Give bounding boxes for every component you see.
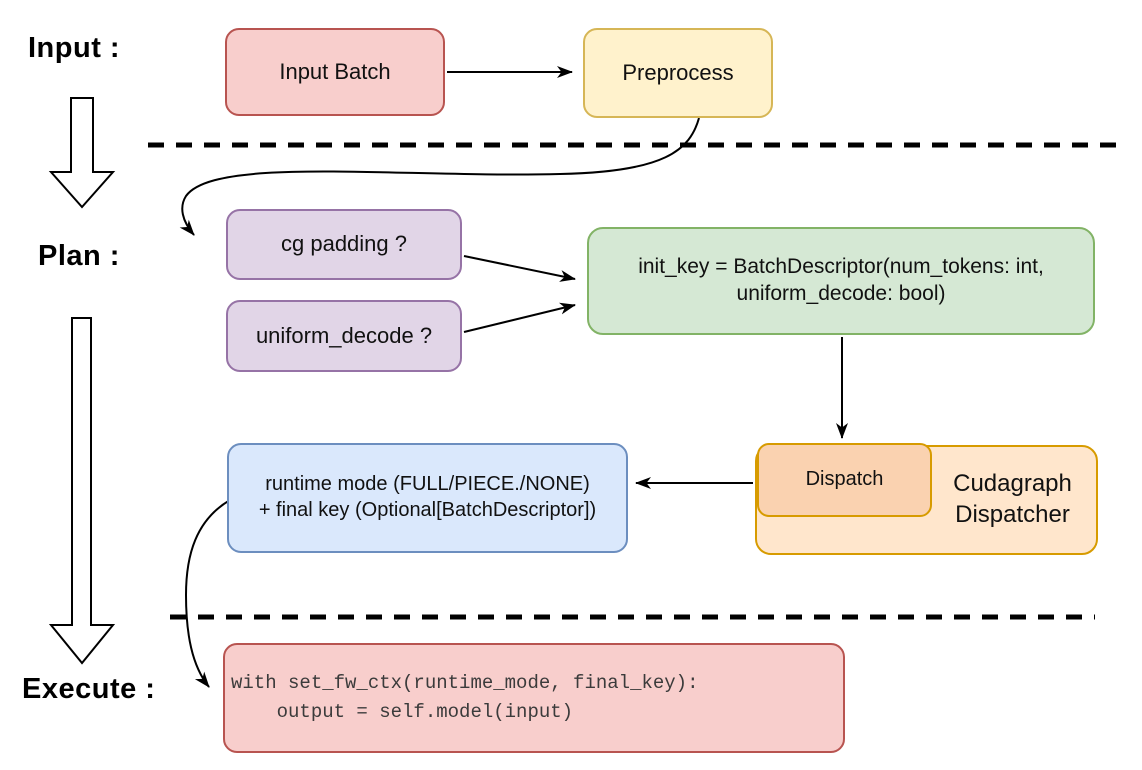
- node-cg-padding: cg padding ?: [226, 209, 462, 280]
- node-cudagraph-dispatcher-text: Cudagraph Dispatcher: [757, 469, 1096, 530]
- node-preprocess: Preprocess: [583, 28, 773, 118]
- node-execute-code-line1: with set_fw_ctx(runtime_mode, final_key)…: [231, 671, 699, 694]
- node-dispatch-label: Dispatch: [805, 468, 884, 491]
- arrow-cg-padding-to-init-key: [463, 255, 576, 282]
- node-cg-padding-label: cg padding ?: [281, 231, 407, 257]
- stage-arrow-input-to-plan: [48, 97, 116, 209]
- node-runtime-result-text: runtime mode (FULL/PIECE./NONE) + final …: [229, 472, 626, 523]
- stage-label-plan: Plan :: [38, 240, 120, 272]
- node-input-batch: Input Batch: [225, 28, 445, 116]
- stage-label-execute: Execute :: [22, 673, 156, 705]
- node-input-batch-label: Input Batch: [279, 58, 391, 84]
- node-init-key-line1: init_key = BatchDescriptor(num_tokens: i…: [638, 255, 1044, 279]
- node-preprocess-label: Preprocess: [622, 59, 734, 85]
- stage-arrow-plan-to-execute: [48, 317, 116, 665]
- node-uniform-decode: uniform_decode ?: [226, 300, 462, 372]
- node-init-key-text: init_key = BatchDescriptor(num_tokens: i…: [589, 254, 1093, 308]
- node-cudagraph-dispatcher-line2: Dispatcher: [955, 501, 1070, 528]
- node-runtime-result-line2: + final key (Optional[BatchDescriptor]): [258, 499, 597, 521]
- node-execute-code-line2: output = self.model(input): [231, 701, 574, 723]
- node-dispatch: Dispatch: [757, 443, 932, 517]
- node-runtime-result: runtime mode (FULL/PIECE./NONE) + final …: [227, 443, 628, 553]
- node-runtime-result-line1: runtime mode (FULL/PIECE./NONE): [265, 473, 590, 496]
- node-execute-code: with set_fw_ctx(runtime_mode, final_key)…: [223, 643, 845, 753]
- node-init-key-line2: uniform_decode: bool): [736, 282, 946, 305]
- node-init-key: init_key = BatchDescriptor(num_tokens: i…: [587, 227, 1095, 335]
- node-execute-code-text: with set_fw_ctx(runtime_mode, final_key)…: [225, 669, 843, 728]
- node-uniform-decode-label: uniform_decode ?: [255, 322, 433, 348]
- stage-label-input: Input :: [28, 32, 121, 64]
- arrow-preprocess-to-cg-padding: [179, 117, 700, 236]
- arrow-uniform-decode-to-init-key: [463, 302, 576, 333]
- arrow-runtime-result-to-execute-code: [184, 499, 231, 688]
- node-cudagraph-dispatcher-line1: Cudagraph: [953, 470, 1072, 498]
